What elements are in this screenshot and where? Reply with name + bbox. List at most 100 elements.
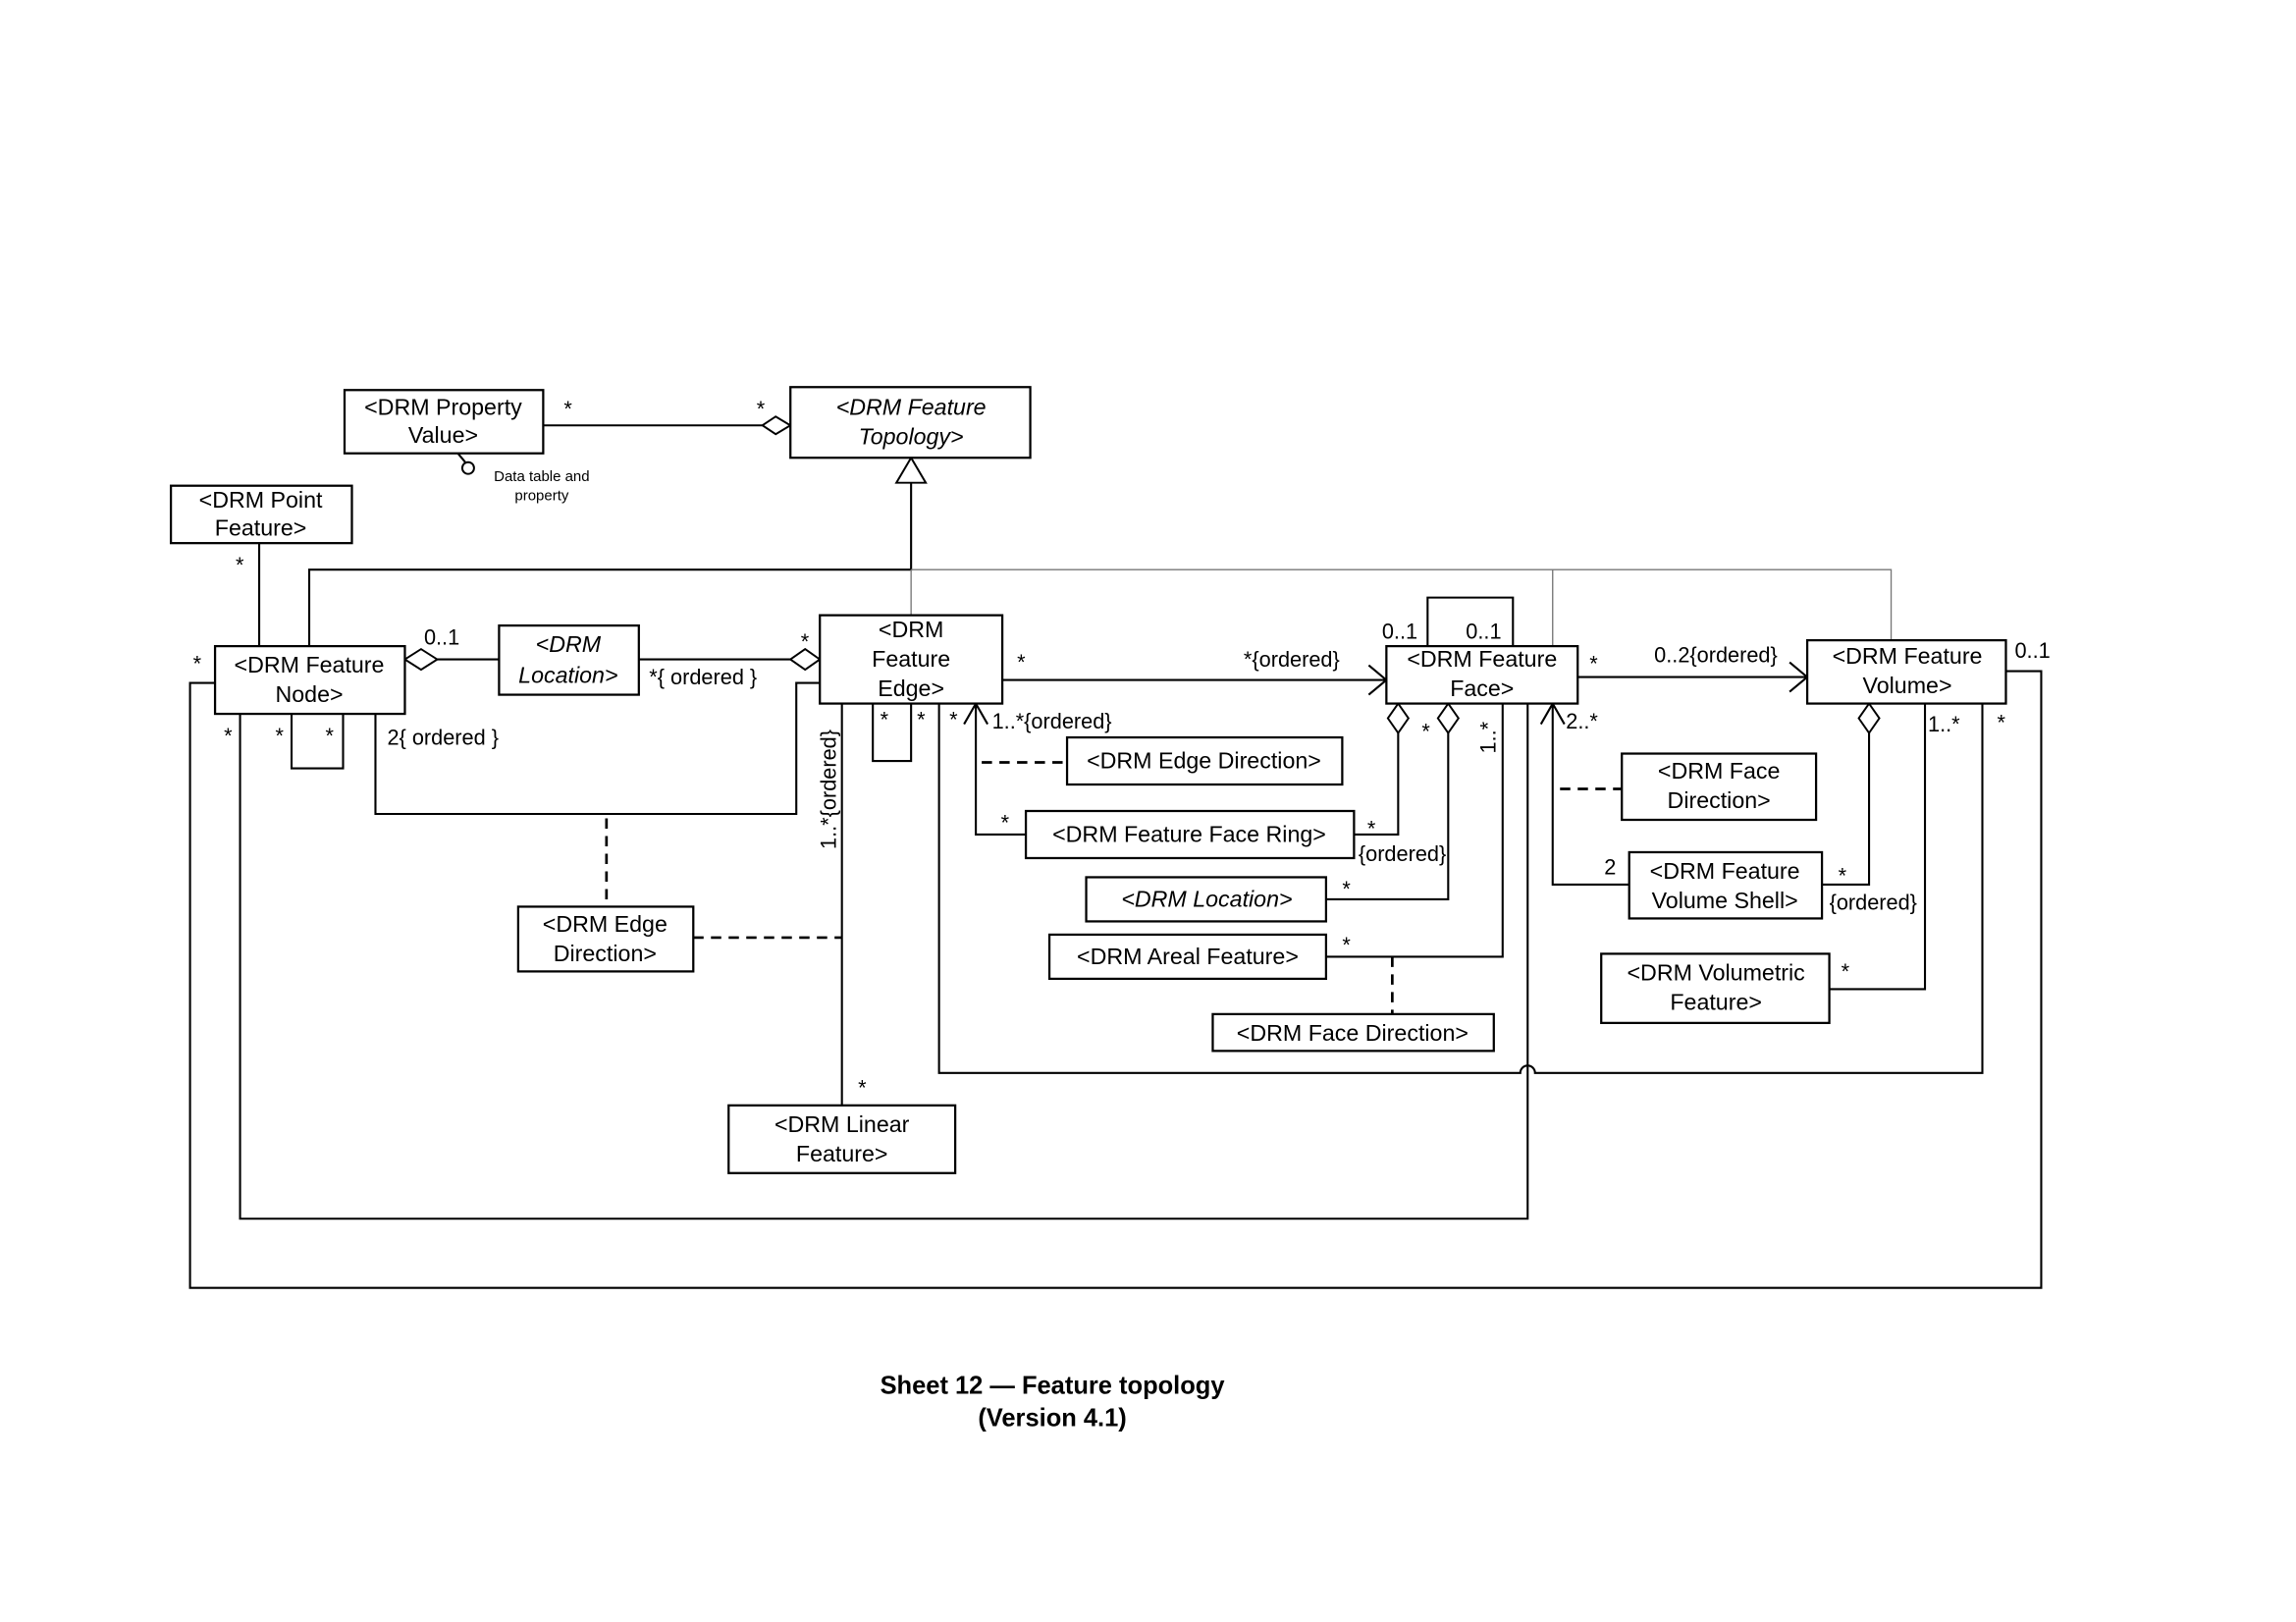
generalization-branches	[910, 568, 1893, 647]
class-feature-topology[interactable]: <DRM Feature Topology>	[789, 386, 1032, 460]
class-location-left[interactable]: <DRM Location>	[498, 623, 640, 696]
multiplicity: 2..*	[1566, 709, 1598, 733]
class-label: <DRM Feature	[1650, 858, 1800, 884]
multiplicity: 2	[1604, 854, 1616, 879]
class-property-value[interactable]: <DRM Property Value>	[343, 389, 545, 455]
assoc-node-volume	[188, 670, 2043, 1289]
face-self-loop	[1426, 596, 1515, 647]
multiplicity: *	[276, 724, 285, 748]
multiplicity: *	[563, 397, 572, 421]
class-label: Edge>	[878, 676, 944, 701]
multiplicity: *	[881, 708, 889, 732]
class-label: <DRM Edge Direction>	[1087, 748, 1321, 774]
class-label: <DRM Feature	[235, 652, 385, 677]
class-edge-direction-left[interactable]: <DRM Edge Direction>	[516, 905, 695, 973]
class-label: <DRM Face	[1658, 758, 1781, 784]
multiplicity: 0..1	[424, 625, 459, 650]
aggregation-diamond	[402, 647, 440, 672]
multiplicity: *	[1839, 863, 1847, 888]
multiplicity: *	[917, 708, 926, 732]
class-location-face[interactable]: <DRM Location>	[1085, 876, 1328, 923]
multiplicity: *	[326, 724, 335, 748]
assoc-volume-volumetric	[1829, 703, 1927, 991]
edge-self-loop	[872, 703, 913, 763]
multiplicity: *	[1001, 810, 1010, 835]
class-volumetric-feature[interactable]: <DRM Volumetric Feature>	[1600, 952, 1831, 1024]
class-label: Value>	[408, 422, 478, 448]
class-linear-feature[interactable]: <DRM Linear Feature>	[727, 1104, 957, 1174]
class-point-feature[interactable]: <DRM Point Feature>	[169, 484, 353, 545]
class-face-direction-bottom[interactable]: <DRM Face Direction>	[1211, 1012, 1495, 1053]
class-areal-feature[interactable]: <DRM Areal Feature>	[1047, 933, 1328, 981]
class-label: <DRM Linear	[774, 1111, 910, 1137]
note-circle	[460, 460, 475, 475]
generalization-line	[307, 482, 913, 647]
multiplicity: *	[236, 553, 244, 577]
class-label: <DRM Feature	[836, 395, 987, 420]
connectors	[188, 415, 2043, 1289]
class-label: <DRM Volumetric	[1628, 959, 1805, 985]
class-label: Face>	[1450, 676, 1514, 701]
multiplicity: *	[949, 708, 958, 732]
class-label: Feature	[872, 646, 950, 672]
multiplicity: *	[1342, 877, 1351, 901]
node-self-loop	[290, 714, 345, 770]
class-volume-shell[interactable]: <DRM Feature Volume Shell>	[1628, 850, 1824, 920]
class-feature-edge[interactable]: <DRM Feature Edge>	[819, 614, 1004, 705]
multiplicity: {ordered}	[1359, 841, 1446, 866]
class-feature-volume[interactable]: <DRM Feature Volume>	[1805, 638, 2007, 705]
aggregation-diamond	[1857, 701, 1881, 735]
class-feature-node[interactable]: <DRM Feature Node>	[213, 644, 406, 716]
multiplicity: *	[1842, 959, 1850, 984]
multiplicity: 0..1	[2014, 638, 2050, 663]
multiplicity: *	[757, 397, 766, 421]
aggregation-diamond	[1386, 701, 1411, 735]
class-label: Feature>	[1670, 989, 1762, 1014]
generalization-triangle	[894, 456, 928, 484]
class-edge-direction-right[interactable]: <DRM Edge Direction>	[1065, 735, 1344, 786]
assoc-face-location	[1325, 732, 1450, 900]
assoc-face-areal	[1325, 703, 1504, 958]
class-label: <DRM Areal Feature>	[1077, 944, 1299, 969]
multiplicity: *	[1997, 711, 2005, 735]
multiplicity: 0..1	[1382, 620, 1417, 644]
assoc-node-edge	[374, 681, 821, 816]
multiplicity: *{ ordered }	[649, 665, 757, 689]
note-connector	[456, 453, 466, 463]
class-label: <DRM Feature	[1407, 646, 1557, 672]
sheet-title: Sheet 12 — Feature topology	[881, 1373, 1226, 1400]
class-label: <DRM Point	[199, 487, 323, 513]
class-label: <DRM Face Direction>	[1237, 1020, 1468, 1046]
multiplicity: *	[1421, 720, 1430, 744]
class-feature-face[interactable]: <DRM Feature Face>	[1385, 644, 1579, 705]
note-text: Data table and	[494, 468, 589, 485]
multiplicity: *	[858, 1075, 867, 1100]
class-label: Volume Shell>	[1652, 888, 1798, 913]
class-label: Topology>	[859, 424, 964, 450]
sheet-version: (Version 4.1)	[978, 1405, 1126, 1433]
multiplicity: *	[1367, 816, 1376, 840]
assoc-face-ring	[1354, 732, 1400, 837]
multiplicity: 1..*{ordered}	[992, 709, 1112, 733]
class-label: Direction>	[1668, 787, 1771, 813]
class-label: <DRM	[879, 617, 943, 642]
class-label: <DRM Location>	[1121, 886, 1292, 911]
multiplicity: *	[224, 724, 233, 748]
multiplicity: 0..2{ordered}	[1654, 643, 1778, 668]
class-label: <DRM Feature Face Ring>	[1052, 821, 1326, 846]
assoc-volume-shell	[1822, 732, 1871, 887]
note-text: property	[514, 488, 568, 505]
multiplicity: *{ordered}	[1244, 647, 1340, 672]
class-face-direction-right[interactable]: <DRM Face Direction>	[1621, 752, 1818, 822]
multiplicity: {ordered}	[1830, 890, 1917, 914]
multiplicity: 1..*	[1475, 721, 1500, 753]
class-label: <DRM	[536, 631, 602, 657]
class-label: Node>	[275, 681, 343, 707]
class-label: Location>	[518, 663, 617, 688]
assoc-node-face	[239, 703, 1529, 1220]
class-label: Volume>	[1863, 673, 1952, 698]
aggregation-diamond	[760, 415, 793, 436]
class-feature-face-ring[interactable]: <DRM Feature Face Ring>	[1024, 809, 1356, 860]
multiplicity: 2{ ordered }	[387, 726, 499, 750]
